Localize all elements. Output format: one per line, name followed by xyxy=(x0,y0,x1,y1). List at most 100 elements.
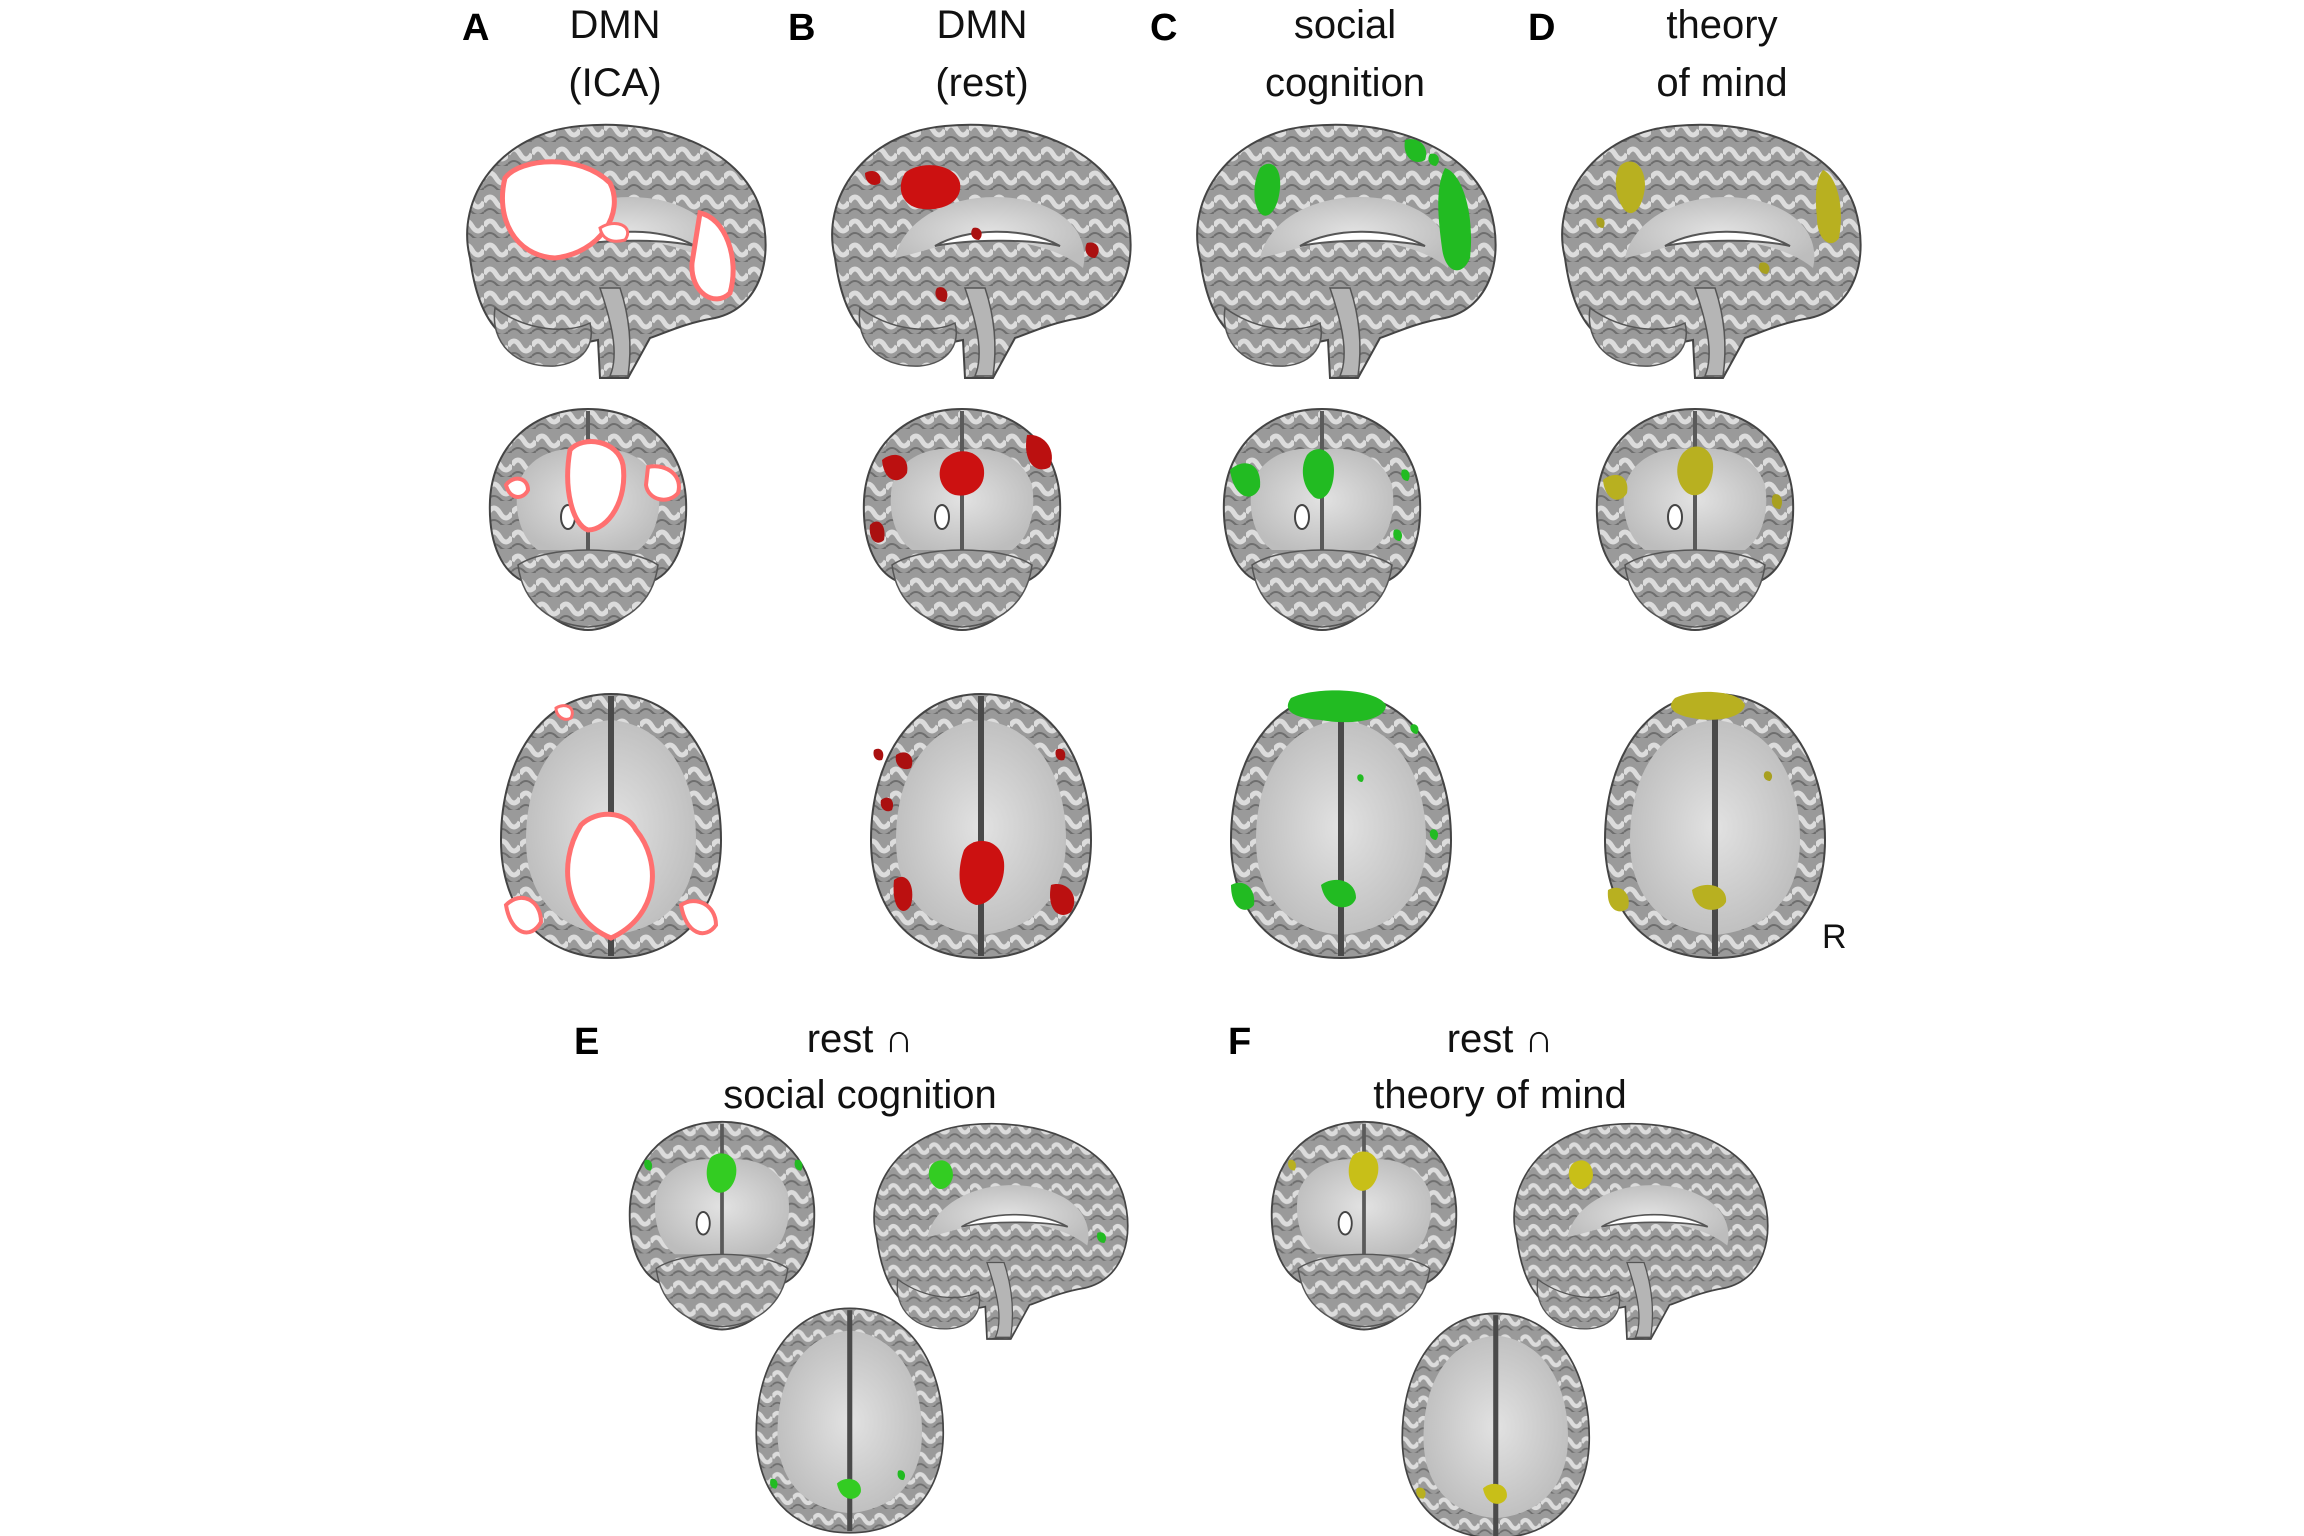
panel-letter: B xyxy=(788,7,815,49)
activation-blob xyxy=(565,811,655,941)
activation-blob xyxy=(1404,139,1427,162)
activation-blob xyxy=(643,464,681,502)
activation-blob xyxy=(1393,529,1403,541)
activation-blob xyxy=(1416,1487,1426,1499)
panel-title-line1: rest ∩ xyxy=(1447,1017,1554,1061)
coronal-slice xyxy=(861,407,1063,632)
panel-title-line2: (rest) xyxy=(935,61,1028,105)
activation-blob xyxy=(865,171,881,185)
panel-c-header: C social cognition xyxy=(1150,3,1425,105)
activation-blob xyxy=(869,521,885,543)
panel-d-brains: R xyxy=(1561,123,1862,958)
sagittal-slice xyxy=(1196,123,1497,379)
panel-a-brains xyxy=(466,123,767,958)
sagittal-slice xyxy=(1513,1122,1769,1340)
activation-blob xyxy=(1348,1151,1379,1191)
activation-blob xyxy=(689,210,736,302)
activation-blob xyxy=(678,899,719,936)
activation-blob xyxy=(1607,887,1629,912)
panel-letter: A xyxy=(462,7,489,49)
activation-blob xyxy=(873,748,884,761)
activation-blob xyxy=(935,287,948,302)
activation-blob xyxy=(959,840,1005,905)
panel-e: E rest ∩ social cognition xyxy=(574,1017,1129,1533)
panel-title-line1: DMN xyxy=(936,3,1027,47)
sagittal-slice xyxy=(873,1122,1129,1340)
activation-blob xyxy=(1357,774,1364,782)
activation-blob xyxy=(1763,771,1773,781)
activation-blob xyxy=(1287,690,1386,723)
panel-f: F rest ∩ theory of mind xyxy=(1228,1017,1769,1536)
activation-blob xyxy=(895,752,913,770)
activation-blob xyxy=(770,1478,778,1489)
activation-blob xyxy=(928,1160,953,1190)
coronal-slice xyxy=(1594,407,1796,632)
activation-blob xyxy=(1085,242,1099,258)
activation-blob xyxy=(565,439,627,533)
activation-blob xyxy=(971,227,982,240)
panel-title-line2: (ICA) xyxy=(568,61,661,105)
coronal-slice xyxy=(487,407,689,632)
activation-blob xyxy=(503,895,544,935)
activation-blob xyxy=(893,876,913,912)
activation-blob xyxy=(897,1470,906,1481)
activation-blob xyxy=(1603,474,1628,500)
activation-blob xyxy=(882,454,908,481)
activation-blob xyxy=(794,1159,803,1171)
activation-blob xyxy=(900,165,961,210)
activation-blob xyxy=(1596,217,1605,228)
activation-blob xyxy=(1671,691,1745,720)
panel-title-line1: theory xyxy=(1666,3,1777,47)
panel-title-line1: rest ∩ xyxy=(807,1017,914,1061)
axial-slice xyxy=(501,694,721,958)
activation-blob xyxy=(1254,163,1281,216)
axial-slice xyxy=(1402,1313,1589,1536)
coronal-slice xyxy=(1221,407,1423,632)
activation-blob xyxy=(706,1153,737,1193)
activation-blob xyxy=(1615,161,1645,214)
activation-blob xyxy=(644,1159,653,1171)
activation-blob xyxy=(598,222,629,243)
activation-blob xyxy=(880,797,894,812)
activation-blob xyxy=(1288,1159,1296,1171)
coronal-slice xyxy=(627,1119,817,1332)
panel-letter: D xyxy=(1528,7,1555,49)
panel-letter: E xyxy=(574,1021,599,1063)
panel-b-brains xyxy=(831,123,1132,958)
activation-blob xyxy=(837,1478,861,1499)
panel-b-header: B DMN (rest) xyxy=(788,3,1029,105)
activation-blob xyxy=(1677,446,1714,496)
sagittal-slice xyxy=(831,123,1132,379)
panel-letter: F xyxy=(1228,1021,1251,1063)
panel-title-line2: of mind xyxy=(1656,61,1787,105)
sagittal-slice xyxy=(1561,123,1862,379)
axial-slice xyxy=(1231,690,1451,958)
activation-blob xyxy=(1771,494,1783,509)
axial-slice xyxy=(1605,692,1825,958)
activation-blob xyxy=(1429,829,1439,840)
activation-blob xyxy=(503,476,531,499)
sagittal-slice xyxy=(466,123,767,379)
activation-blob xyxy=(1692,884,1727,910)
activation-blob xyxy=(1230,463,1261,497)
activation-blob xyxy=(1026,434,1052,470)
panel-title-line2: cognition xyxy=(1265,61,1425,105)
activation-blob xyxy=(1231,882,1255,910)
activation-blob xyxy=(1438,168,1472,271)
activation-blob xyxy=(1401,469,1410,481)
activation-blob xyxy=(939,451,985,496)
panel-letter: C xyxy=(1150,7,1177,49)
activation-blob xyxy=(1302,449,1334,499)
panel-c-brains xyxy=(1196,123,1497,958)
activation-blob xyxy=(554,704,574,721)
activation-blob xyxy=(1568,1160,1593,1190)
panel-d-header: D theory of mind xyxy=(1528,3,1788,105)
panel-a-header: A DMN (ICA) xyxy=(462,3,662,105)
activation-blob xyxy=(1050,884,1075,915)
activation-blob xyxy=(1055,748,1066,761)
activation-blob xyxy=(1410,724,1419,734)
activation-blob xyxy=(1815,170,1842,244)
panel-title-line2: social cognition xyxy=(723,1073,997,1117)
activation-blob xyxy=(1758,262,1770,274)
